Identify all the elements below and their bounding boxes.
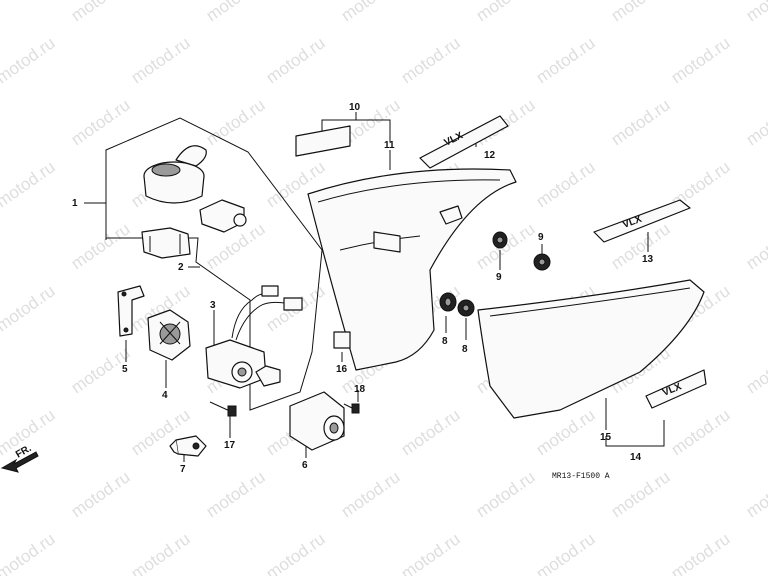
watermark-text: motod.ru [0, 529, 59, 576]
callout-3: 3 [210, 300, 216, 311]
emblem-14-part: VLX [645, 369, 707, 409]
watermark-text: motod.ru [743, 0, 768, 25]
callout-10: 10 [349, 102, 361, 113]
callout-18: 18 [354, 384, 366, 395]
callout-line-10 [321, 112, 391, 142]
watermark-text: motod.ru [533, 529, 599, 576]
watermark-text: motod.ru [473, 219, 539, 273]
watermark-text: motod.ru [0, 33, 59, 87]
lock-cylinder-part [147, 309, 191, 361]
watermark-text: motod.ru [203, 95, 269, 149]
watermark-text: motod.ru [398, 529, 464, 576]
callout-17: 17 [224, 440, 236, 451]
cap-holder-part [199, 199, 247, 233]
switch-cover-part [289, 391, 345, 451]
callout-4: 4 [162, 390, 168, 401]
watermark-text: motod.ru [668, 33, 734, 87]
watermark-text: motod.ru [68, 219, 134, 273]
grommet-9b [533, 253, 551, 271]
callout-7: 7 [180, 464, 186, 475]
watermark-text: motod.ru [338, 0, 404, 25]
callout-13: 13 [642, 254, 654, 265]
bolt-18-part [343, 403, 360, 414]
seal-piece-part [141, 227, 191, 259]
watermark-text: motod.ru [338, 467, 404, 521]
grommet-8a [439, 292, 457, 312]
bolt-17-part [209, 401, 237, 417]
watermark-text: motod.ru [533, 33, 599, 87]
watermark-text: motod.ru [68, 467, 134, 521]
watermark-text: motod.ru [398, 33, 464, 87]
callout-9a: 9 [496, 272, 502, 283]
bracket-part [117, 285, 145, 337]
callout-9b: 9 [538, 232, 544, 243]
ignition-switch-part [205, 285, 303, 389]
callout-8a: 8 [442, 336, 448, 347]
watermark-text: motod.ru [263, 529, 329, 576]
watermark-text: motod.ru [608, 0, 674, 25]
callout-5: 5 [122, 364, 128, 375]
callout-2: 2 [178, 262, 184, 273]
watermark-text: motod.ru [68, 0, 134, 25]
arrow-icon [0, 451, 39, 473]
callout-16: 16 [336, 364, 348, 375]
callout-6: 6 [302, 460, 308, 471]
watermark-text: motod.ru [0, 281, 59, 335]
watermark-text: motod.ru [128, 33, 194, 87]
watermark-text: motod.ru [263, 33, 329, 87]
callout-12: 12 [484, 150, 496, 161]
watermark-text: motod.ru [398, 405, 464, 459]
watermark-text: motod.ru [533, 157, 599, 211]
watermark-text: motod.ru [0, 157, 59, 211]
front-direction-indicator: FR. [0, 443, 39, 473]
grommet-8b [457, 299, 475, 317]
watermark-text: motod.ru [128, 529, 194, 576]
callout-line-1 [84, 150, 107, 240]
watermark-text: motod.ru [608, 95, 674, 149]
right-side-cover-part [477, 279, 705, 419]
diagram-code: MR13-F1500 A [552, 472, 610, 481]
watermark-text: motod.ru [203, 467, 269, 521]
watermark-text: motod.ru [743, 467, 768, 521]
callout-8b: 8 [462, 344, 468, 355]
callout-14: 14 [630, 452, 642, 463]
callout-line-14 [605, 420, 665, 447]
callout-15: 15 [600, 432, 612, 443]
watermark-text: motod.ru [473, 0, 539, 25]
watermark-text: motod.ru [743, 219, 768, 273]
watermark-text: motod.ru [608, 467, 674, 521]
callout-1: 1 [72, 198, 78, 209]
tank-cap-part [143, 145, 207, 204]
watermark-text: motod.ru [68, 95, 134, 149]
watermark-text: motod.ru [668, 529, 734, 576]
watermark-text: motod.ru [203, 0, 269, 25]
watermark-text: motod.ru [743, 343, 768, 397]
watermark-text: motod.ru [743, 95, 768, 149]
watermark-text: motod.ru [668, 405, 734, 459]
emblem-13-part: VLX [593, 199, 691, 243]
left-side-cover-part [295, 125, 517, 371]
watermark-text: motod.ru [473, 467, 539, 521]
key-part [169, 435, 207, 457]
callout-11: 11 [384, 140, 395, 151]
grommet-9a [492, 231, 508, 249]
